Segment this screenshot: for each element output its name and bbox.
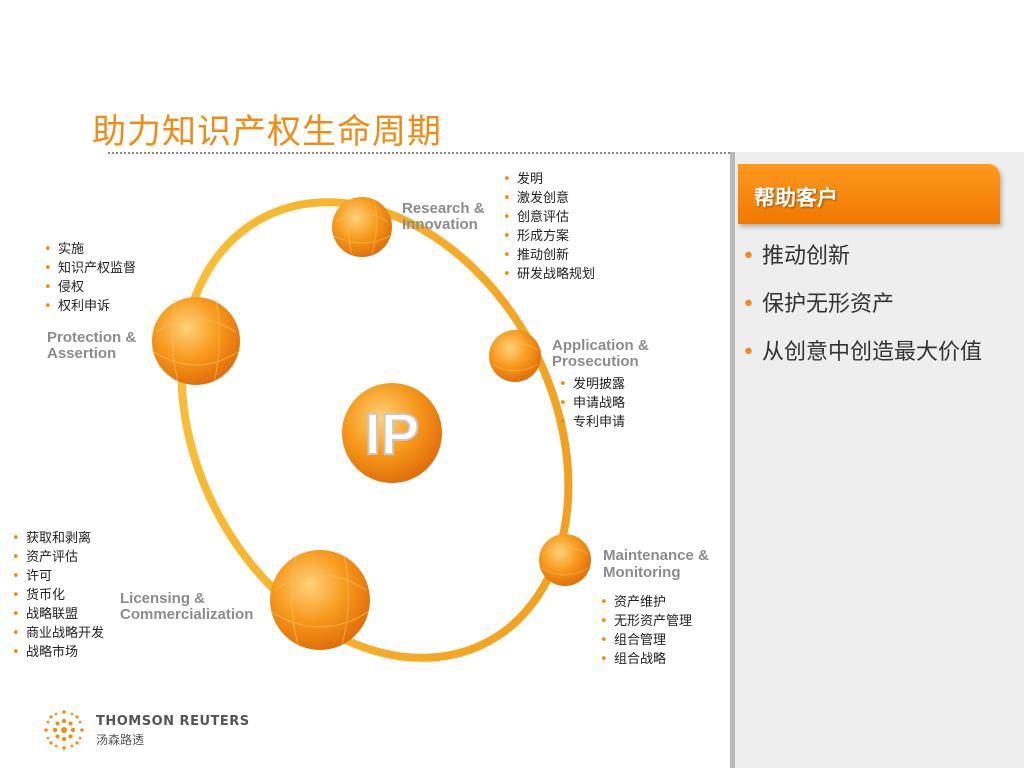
title-divider [108,152,930,154]
ip-center-label: IP [365,402,420,467]
stage-protection-label-1: Protection & [47,329,136,346]
application-bullets: 发明披露 申请战略 专利申请 [559,375,625,432]
stage-maintenance-label-1: Maintenance & [603,547,709,564]
ip-center-badge: IP [342,383,442,483]
page-title: 助力知识产权生命周期 [92,112,442,152]
stage-application-label-1: Application & [552,337,649,354]
benefits-list: 推动创新 保护无形资产 从创意中创造最大价值 [740,242,1010,386]
company-name-chinese: 汤森路透 [96,733,145,747]
list-item: 资产评估 [12,548,104,567]
list-item: 战略市场 [12,643,104,662]
list-item: 推动创新 [503,246,595,265]
benefits-header: 帮助客户 [738,164,1000,224]
node-application [489,330,541,382]
stage-application-label-2: Prosecution [552,353,639,370]
stage-protection-label-2: Assertion [47,345,116,362]
stage-research-label-1: Research & [402,200,485,217]
benefits-header-label: 帮助客户 [754,186,838,210]
protection-bullets: 实施 知识产权监督 侵权 权利申诉 [44,240,136,316]
maintenance-bullets: 资产维护 无形资产管理 组合管理 组合战略 [600,593,692,669]
list-item: 商业战略开发 [12,624,104,643]
list-item: 无形资产管理 [600,612,692,631]
list-item: 激发创意 [503,189,595,208]
list-item: 实施 [44,240,136,259]
list-item: 形成方案 [503,227,595,246]
list-item: 研发战略规划 [503,265,595,284]
node-research [332,197,392,257]
node-protection [152,297,240,385]
list-item: 发明披露 [559,375,625,394]
list-item: 许可 [12,567,104,586]
list-item: 组合战略 [600,650,692,669]
research-bullets: 发明 激发创意 创意评估 形成方案 推动创新 研发战略规划 [503,170,595,284]
list-item: 专利申请 [559,413,625,432]
list-item: 权利申诉 [44,297,136,316]
thomson-reuters-logo-icon [44,710,84,750]
company-name: THOMSON REUTERS [96,714,250,729]
list-item: 知识产权监督 [44,259,136,278]
list-item: 资产维护 [600,593,692,612]
node-licensing [270,550,370,650]
list-item: 战略联盟 [12,605,104,624]
stage-research-label-2: Innovation [402,216,478,233]
licensing-bullets: 获取和剥离 资产评估 许可 货币化 战略联盟 商业战略开发 战略市场 [12,529,104,662]
list-item: 组合管理 [600,631,692,650]
list-item: 创意评估 [503,208,595,227]
list-item: 获取和剥离 [12,529,104,548]
benefit-item: 保护无形资产 [740,290,1010,320]
list-item: 申请战略 [559,394,625,413]
ip-lifecycle-diagram: IP Research & Innovation Application & P… [47,197,709,662]
stage-maintenance-label-2: Monitoring [603,564,680,581]
stage-licensing-label-1: Licensing & [120,590,205,607]
stage-licensing-label-2: Commercialization [120,606,253,623]
benefit-item: 从创意中创造最大价值 [740,338,1010,368]
benefit-item: 推动创新 [740,242,1010,272]
node-maintenance [539,534,591,586]
list-item: 货币化 [12,586,104,605]
list-item: 发明 [503,170,595,189]
list-item: 侵权 [44,278,136,297]
